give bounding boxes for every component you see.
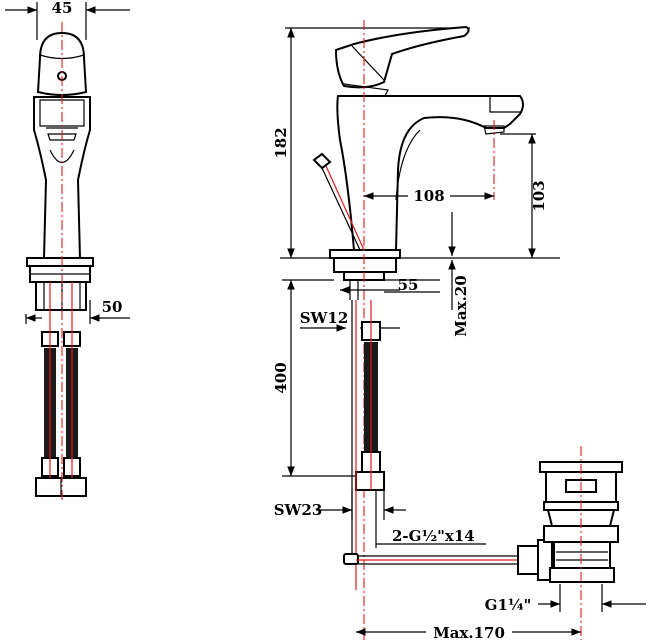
dim-width-50: 50: [102, 298, 123, 316]
dim-height-182: 182: [272, 127, 290, 158]
dim-max-170: Max.170: [433, 624, 505, 642]
dim-offset-55: 55: [398, 276, 419, 294]
dim-max-20: Max.20: [452, 275, 470, 336]
label-sw12: SW12: [300, 309, 349, 327]
side-view: 182 103 108: [272, 20, 560, 640]
label-connector: 2-G½"x14: [392, 527, 475, 545]
front-view: 45 50: [5, 0, 130, 500]
label-waste-thread: G1¼": [485, 596, 532, 614]
label-sw23: SW23: [274, 501, 323, 519]
dim-hose-400: 400: [272, 362, 290, 393]
waste-fitting: G1¼" Max.170: [356, 446, 646, 642]
dim-width-45: 45: [52, 0, 73, 17]
dim-spout-height-103: 103: [530, 180, 548, 211]
dim-reach-108: 108: [413, 187, 444, 205]
